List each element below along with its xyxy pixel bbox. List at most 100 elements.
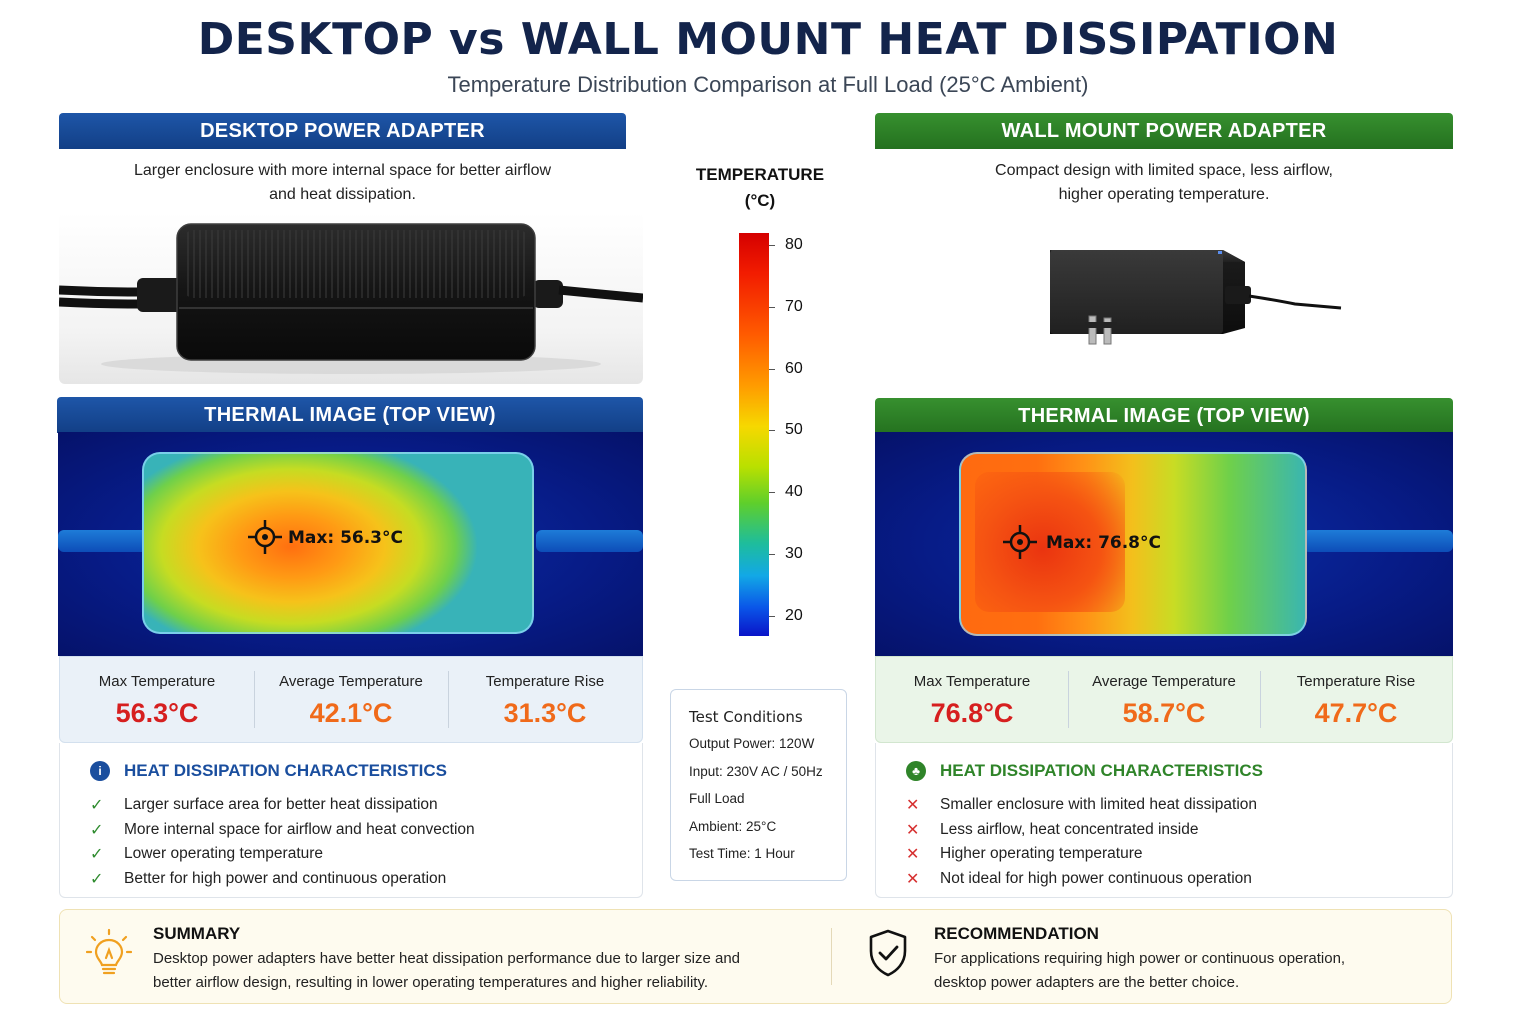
summary-text: Desktop power adapters have better heat … bbox=[153, 947, 740, 995]
wall-characteristics: ♣ HEAT DISSIPATION CHARACTERISTICS ✕ Smal… bbox=[875, 743, 1453, 898]
test-conditions-box: Test Conditions Output Power: 120W Input… bbox=[670, 689, 847, 881]
list-item-text: Higher operating temperature bbox=[940, 845, 1143, 863]
check-icon: ✓ bbox=[90, 846, 104, 864]
desktop-thermal-cable-right bbox=[536, 530, 643, 552]
list-item: ✓ Lower operating temperature bbox=[90, 842, 475, 867]
stat-value: 47.7°C bbox=[1314, 698, 1398, 728]
list-item-text: Smaller enclosure with limited heat diss… bbox=[940, 796, 1258, 814]
page-subtitle: Temperature Distribution Comparison at F… bbox=[447, 72, 1089, 97]
scale-tick bbox=[769, 492, 775, 494]
wall-thermal-hotspot bbox=[975, 472, 1125, 612]
test-condition-item: Input: 230V AC / 50Hz bbox=[689, 763, 823, 779]
desktop-thermal-cable-left bbox=[58, 530, 148, 552]
recommendation-text: For applications requiring high power or… bbox=[934, 947, 1345, 995]
recommendation-line2: desktop power adapters are the better ch… bbox=[934, 974, 1240, 991]
wall-description: Compact design with limited space, less … bbox=[875, 149, 1453, 207]
check-icon: ✓ bbox=[90, 870, 104, 888]
test-condition-item: Output Power: 120W bbox=[689, 736, 815, 751]
cross-icon: ✕ bbox=[906, 821, 920, 839]
desktop-max-crosshair-icon bbox=[248, 520, 282, 554]
info-icon: i bbox=[90, 761, 110, 781]
wall-desc-line1: Compact design with limited space, less … bbox=[995, 162, 1333, 179]
scale-tick-label: 50 bbox=[785, 421, 803, 439]
desktop-char-list: ✓ Larger surface area for better heat dis… bbox=[90, 793, 475, 891]
list-item-text: Lower operating temperature bbox=[124, 845, 324, 863]
wall-adapter-panel: WALL MOUNT POWER ADAPTER Compact design … bbox=[875, 113, 1453, 207]
wall-char-list: ✕ Smaller enclosure with limited heat dis… bbox=[906, 793, 1257, 891]
desktop-adapter-panel: DESKTOP POWER ADAPTER Larger enclosure w… bbox=[59, 113, 626, 207]
stat-label: Temperature Rise bbox=[1296, 673, 1416, 690]
test-condition-item: Test Time: 1 Hour bbox=[689, 846, 795, 861]
desktop-thermal-panel: THERMAL IMAGE (TOP VIEW) bbox=[57, 397, 643, 433]
wall-adapter-photo bbox=[875, 218, 1453, 382]
wall-char-title: HEAT DISSIPATION CHARACTERISTICS bbox=[940, 761, 1264, 780]
scale-title-line2: (°C) bbox=[744, 191, 776, 210]
wall-char-title-row: ♣ HEAT DISSIPATION CHARACTERISTICS bbox=[906, 761, 1263, 781]
list-item: ✕ Smaller enclosure with limited heat dis… bbox=[906, 793, 1257, 818]
summary-divider bbox=[831, 928, 832, 985]
scale-tick-label: 80 bbox=[785, 236, 803, 253]
wall-thermal-header: THERMAL IMAGE (TOP VIEW) bbox=[875, 398, 1453, 434]
summary-line2: better airflow design, resulting in lowe… bbox=[153, 974, 709, 991]
test-condition-item: Ambient: 25°C bbox=[689, 818, 777, 834]
wall-max-crosshair-icon bbox=[1003, 525, 1037, 559]
desktop-stats: Max Temperature 56.3°C Average Temperatu… bbox=[59, 656, 643, 743]
test-condition-item: Full Load bbox=[689, 791, 745, 806]
check-icon: ✓ bbox=[90, 821, 104, 839]
desktop-stat-average: Average Temperature 42.1°C bbox=[254, 657, 448, 742]
scale-tick-label: 60 bbox=[785, 359, 803, 377]
scale-title-line1: TEMPERATURE bbox=[695, 165, 825, 184]
stat-label: Max Temperature bbox=[913, 673, 1031, 690]
leaf-icon: ♣ bbox=[906, 761, 926, 781]
cross-icon: ✕ bbox=[906, 797, 920, 815]
scale-tick bbox=[769, 306, 775, 308]
desktop-max-label: Max: 56.3°C bbox=[288, 528, 403, 548]
list-item-text: Larger surface area for better heat diss… bbox=[124, 796, 438, 814]
desktop-adapter-photo bbox=[59, 212, 643, 384]
scale-tick-label: 40 bbox=[785, 483, 803, 501]
wall-stat-max: Max Temperature 76.8°C bbox=[876, 657, 1068, 742]
stat-value: 31.3°C bbox=[503, 698, 587, 728]
wall-thermal-panel: THERMAL IMAGE (TOP VIEW) bbox=[875, 398, 1453, 434]
wall-stats: Max Temperature 76.8°C Average Temperatu… bbox=[875, 656, 1453, 743]
wall-header: WALL MOUNT POWER ADAPTER bbox=[875, 113, 1453, 149]
temperature-color-scale bbox=[739, 233, 769, 636]
desktop-desc-line2: and heat dissipation. bbox=[269, 186, 416, 203]
desktop-stat-rise: Temperature Rise 31.3°C bbox=[448, 657, 642, 742]
desktop-char-title-row: i HEAT DISSIPATION CHARACTERISTICS bbox=[90, 761, 447, 781]
scale-tick-label: 70 bbox=[785, 297, 803, 315]
list-item-text: Less airflow, heat concentrated inside bbox=[940, 820, 1199, 838]
recommendation-line1: For applications requiring high power or… bbox=[934, 950, 1346, 967]
wall-thermal-cable-right bbox=[1303, 530, 1453, 552]
stat-value: 42.1°C bbox=[309, 698, 393, 728]
recommendation-title: RECOMMENDATION bbox=[934, 924, 1099, 943]
scale-tick-label: 20 bbox=[785, 606, 803, 624]
wall-max-label: Max: 76.8°C bbox=[1046, 533, 1161, 553]
wall-desc-line2: higher operating temperature. bbox=[1058, 186, 1270, 203]
summary-line1: Desktop power adapters have better heat … bbox=[153, 950, 741, 967]
list-item: ✓ Better for high power and continuous op… bbox=[90, 867, 475, 892]
stat-label: Average Temperature bbox=[279, 673, 423, 690]
stat-value: 56.3°C bbox=[115, 698, 199, 728]
wall-stat-rise: Temperature Rise 47.7°C bbox=[1260, 657, 1452, 742]
list-item-text: Better for high power and continuous ope… bbox=[124, 869, 447, 887]
desktop-characteristics: i HEAT DISSIPATION CHARACTERISTICS ✓ Larg… bbox=[59, 743, 643, 898]
list-item: ✕ Less airflow, heat concentrated inside bbox=[906, 818, 1257, 843]
desktop-thermal-enclosure bbox=[142, 452, 534, 634]
desktop-stat-max: Max Temperature 56.3°C bbox=[60, 657, 254, 742]
desktop-desc-line1: Larger enclosure with more internal spac… bbox=[133, 162, 552, 179]
shield-check-icon bbox=[869, 929, 907, 977]
scale-tick bbox=[769, 245, 775, 246]
desktop-thermal-image: Max: 56.3°C bbox=[58, 432, 643, 656]
scale-tick bbox=[769, 430, 775, 432]
scale-tick bbox=[769, 554, 775, 555]
temperature-scale-title: TEMPERATURE (°C) bbox=[690, 162, 830, 214]
wall-adapter-image bbox=[1050, 250, 1342, 345]
stat-label: Temperature Rise bbox=[485, 673, 605, 690]
cross-icon: ✕ bbox=[906, 846, 920, 864]
cross-icon: ✕ bbox=[906, 870, 920, 888]
desktop-thermal-header: THERMAL IMAGE (TOP VIEW) bbox=[57, 397, 643, 433]
list-item: ✓Larger surface area for better heat dis… bbox=[90, 793, 475, 818]
test-conditions-title: Test Conditions bbox=[689, 708, 803, 726]
wall-stat-average: Average Temperature 58.7°C bbox=[1068, 657, 1260, 742]
